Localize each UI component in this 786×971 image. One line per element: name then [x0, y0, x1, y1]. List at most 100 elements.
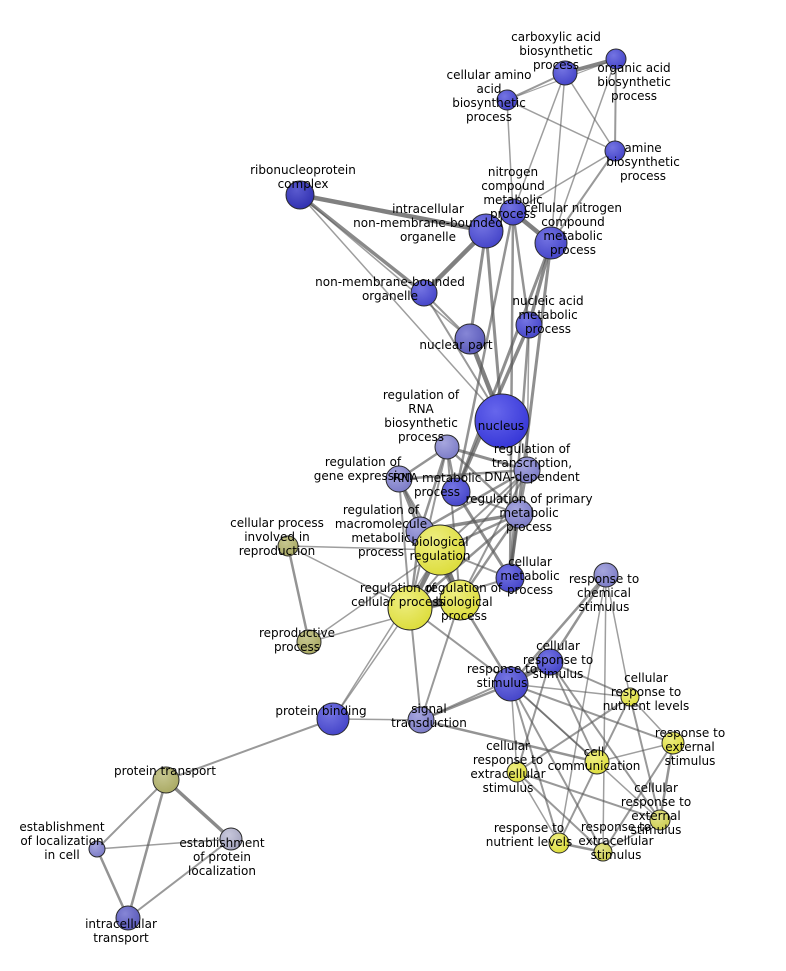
graph-node-rnametab[interactable]: RNA metabolic process — [441, 477, 471, 507]
graph-node-regbio[interactable]: regulation of biological process — [439, 579, 481, 621]
graph-edge — [126, 778, 168, 920]
graph-edge — [516, 771, 560, 844]
graph-node-amine[interactable]: amine biosynthetic process — [604, 140, 626, 162]
graph-node-nitrogen[interactable]: nitrogen compound metabolic process — [499, 198, 527, 226]
graph-node-estprotloc[interactable]: establishment of protein localization — [219, 827, 243, 851]
graph-node-intratransport[interactable]: intracellular transport — [115, 905, 141, 931]
graph-edge — [397, 468, 529, 481]
graph-node-cellnitrogen[interactable]: cellular nitrogen compound metabolic pro… — [534, 226, 568, 260]
graph-edge — [605, 574, 631, 698]
node-label-nucleus: nucleus — [478, 419, 524, 433]
graph-node-respexternal[interactable]: response to external stimulus — [661, 731, 685, 755]
graph-node-estloccell[interactable]: establishment of localization in cell — [88, 840, 106, 858]
graph-edge — [308, 549, 441, 643]
graph-node-cellrespextracell[interactable]: cellular response to extracellular stimu… — [506, 761, 528, 783]
graph-edge — [408, 512, 521, 610]
graph-node-regprimary[interactable]: regulation of primary metabolic process — [504, 499, 534, 529]
graph-node-cellmetab[interactable]: cellular metabolic process — [495, 563, 525, 593]
graph-edge — [549, 661, 598, 763]
graph-node-organic[interactable]: organic acid biosynthetic process — [605, 48, 627, 70]
graph-node-respstim[interactable]: response to stimulus — [493, 666, 529, 702]
graph-edge — [445, 445, 529, 472]
graph-edge — [454, 210, 515, 494]
node-label-proteintransport: protein transport — [114, 764, 216, 778]
graph-node-cpir[interactable]: cellular process involved in reproductio… — [277, 535, 299, 557]
graph-edge — [308, 599, 461, 643]
graph-edge — [286, 544, 311, 644]
graph-node-cellcomm[interactable]: cell communication — [584, 749, 610, 775]
graph-node-proteintransport[interactable]: protein transport — [152, 766, 180, 794]
graph-node-cellrespstim[interactable]: cellular response to stimulus — [536, 648, 564, 676]
graph-node-reproductive[interactable]: reproductive process — [296, 629, 322, 655]
graph-edge — [602, 742, 674, 853]
graph-node-nuclearpart[interactable]: nuclear part — [454, 323, 486, 355]
graph-node-regtranscription[interactable]: regulation of transcription, DNA-depende… — [513, 456, 541, 484]
graph-node-cellrespexternal[interactable]: cellular response to external stimulus — [649, 809, 671, 831]
graph-node-nucleus[interactable]: nucleus — [474, 393, 530, 449]
graph-edge — [297, 192, 489, 234]
graph-node-cellrespnutrient[interactable]: cellular response to nutrient levels — [620, 687, 640, 707]
graph-node-signaltrans[interactable]: signal transduction — [407, 706, 435, 734]
graph-edge — [164, 778, 233, 841]
graph-node-respnutrient[interactable]: response to nutrient levels — [548, 832, 570, 854]
graph-node-carboxylic[interactable]: carboxylic acid biosynthetic process — [552, 60, 578, 86]
graph-node-respchem[interactable]: response to chemical stimulus — [593, 562, 619, 588]
graph-node-respextracell[interactable]: response to extracellular stimulus — [593, 842, 613, 862]
graph-edge — [550, 72, 566, 244]
node-layer: carboxylic acid biosynthetic process orga… — [88, 48, 685, 931]
graph-edge — [165, 718, 334, 781]
graph-node-bioreg[interactable]: biological regulation — [414, 524, 466, 576]
graph-edge — [454, 490, 512, 580]
graph-edge — [95, 847, 130, 920]
graph-node-nmbo[interactable]: non-membrane-bounded organelle — [410, 279, 438, 307]
graph-edge — [409, 469, 528, 609]
graph-edge — [549, 661, 661, 821]
graph-edge — [508, 323, 531, 580]
graph-node-regrna[interactable]: regulation of RNA biosynthetic process — [434, 434, 460, 460]
graph-edge — [287, 545, 411, 609]
graph-edge — [418, 445, 449, 533]
graph-node-intranmbo[interactable]: intracellular non-membrane-bounded organ… — [468, 213, 504, 249]
graph-edge — [516, 661, 551, 773]
graph-node-regcell[interactable]: regulation of cellular process — [387, 585, 433, 631]
graph-edge — [548, 573, 608, 664]
graph-node-proteinbinding[interactable]: protein binding — [316, 702, 350, 736]
graph-edge — [506, 99, 514, 213]
graph-edge — [418, 468, 529, 533]
graph-edge — [550, 150, 616, 244]
graph-node-reggene[interactable]: regulation of gene expression — [385, 465, 413, 493]
graph-edge — [419, 718, 599, 764]
graph-edge — [516, 771, 604, 853]
graph-edge — [550, 58, 617, 244]
graph-node-rnp[interactable]: ribonucleoprotein complex — [285, 180, 315, 210]
graph-edge — [510, 683, 674, 744]
node-label-nuclearpart: nuclear part — [419, 338, 493, 352]
graph-edge — [127, 838, 232, 919]
graph-edge — [526, 324, 530, 471]
graph-node-nucleicacid[interactable]: nucleic acid metabolic process — [515, 311, 543, 339]
graph-node-amino[interactable]: cellular amino acid biosynthetic process — [496, 89, 518, 111]
